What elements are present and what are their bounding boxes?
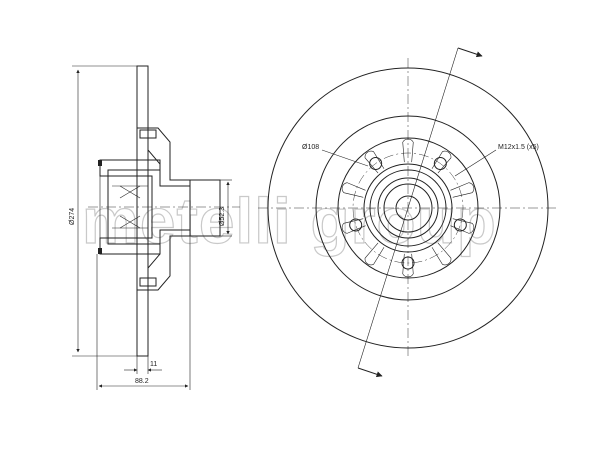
hub-mid [369, 169, 447, 247]
hub-body-upper [99, 159, 161, 177]
bearing-inner [383, 183, 433, 233]
stud-hole [369, 157, 383, 171]
dim-width: 88.2 [135, 378, 149, 385]
section-arrow-bottom [357, 367, 383, 378]
stud-upper [139, 129, 157, 139]
hub-outer [363, 163, 453, 253]
hat-outer-edge [337, 137, 479, 279]
hat-lobe [450, 218, 475, 234]
disc-ring-upper [136, 65, 149, 129]
stud-holes [349, 157, 467, 270]
disc-outer-edge [267, 67, 549, 349]
seal-upper [98, 160, 102, 166]
stud-hole [349, 218, 363, 232]
section-arrow-top [457, 47, 483, 58]
hat-lobe [341, 182, 366, 198]
side-section-view: Ø274 Ø52.3 88.2 11 [69, 65, 240, 390]
stud-hole [401, 256, 415, 270]
stud-hole [453, 218, 467, 232]
friction-ring-inner-edge [315, 115, 501, 301]
bearing-outer [377, 177, 439, 239]
hat-lobes [341, 138, 475, 278]
hat-lobe [364, 242, 385, 266]
dim-thickness: 11 [150, 361, 157, 368]
hub-flange-upper [147, 127, 191, 187]
hat-lobe [431, 242, 452, 266]
dim-thread: M12x1.5 (x5) [498, 144, 539, 151]
stud-hole [433, 157, 447, 171]
stud-lower [139, 277, 157, 287]
disc-ring-lower [136, 289, 149, 357]
spindle-boss [189, 179, 221, 237]
hat-lobe [450, 182, 475, 198]
hat-lobe [341, 218, 366, 234]
dim-hub-diameter: Ø52.3 [219, 207, 226, 226]
seal-lower [98, 248, 102, 254]
hat-lobe [364, 150, 385, 174]
watermark-text: metelli group [82, 185, 497, 257]
hat-lobe [402, 253, 414, 278]
pcd-circle [352, 152, 464, 264]
dim-outer-diameter: Ø274 [69, 208, 76, 225]
dim-pcd: Ø108 [302, 144, 319, 151]
front-view: Ø108 M12x1.5 (x5) [258, 47, 558, 378]
hat-lobe [402, 138, 414, 163]
hat-lobe [431, 150, 452, 174]
center-bore [395, 195, 421, 221]
